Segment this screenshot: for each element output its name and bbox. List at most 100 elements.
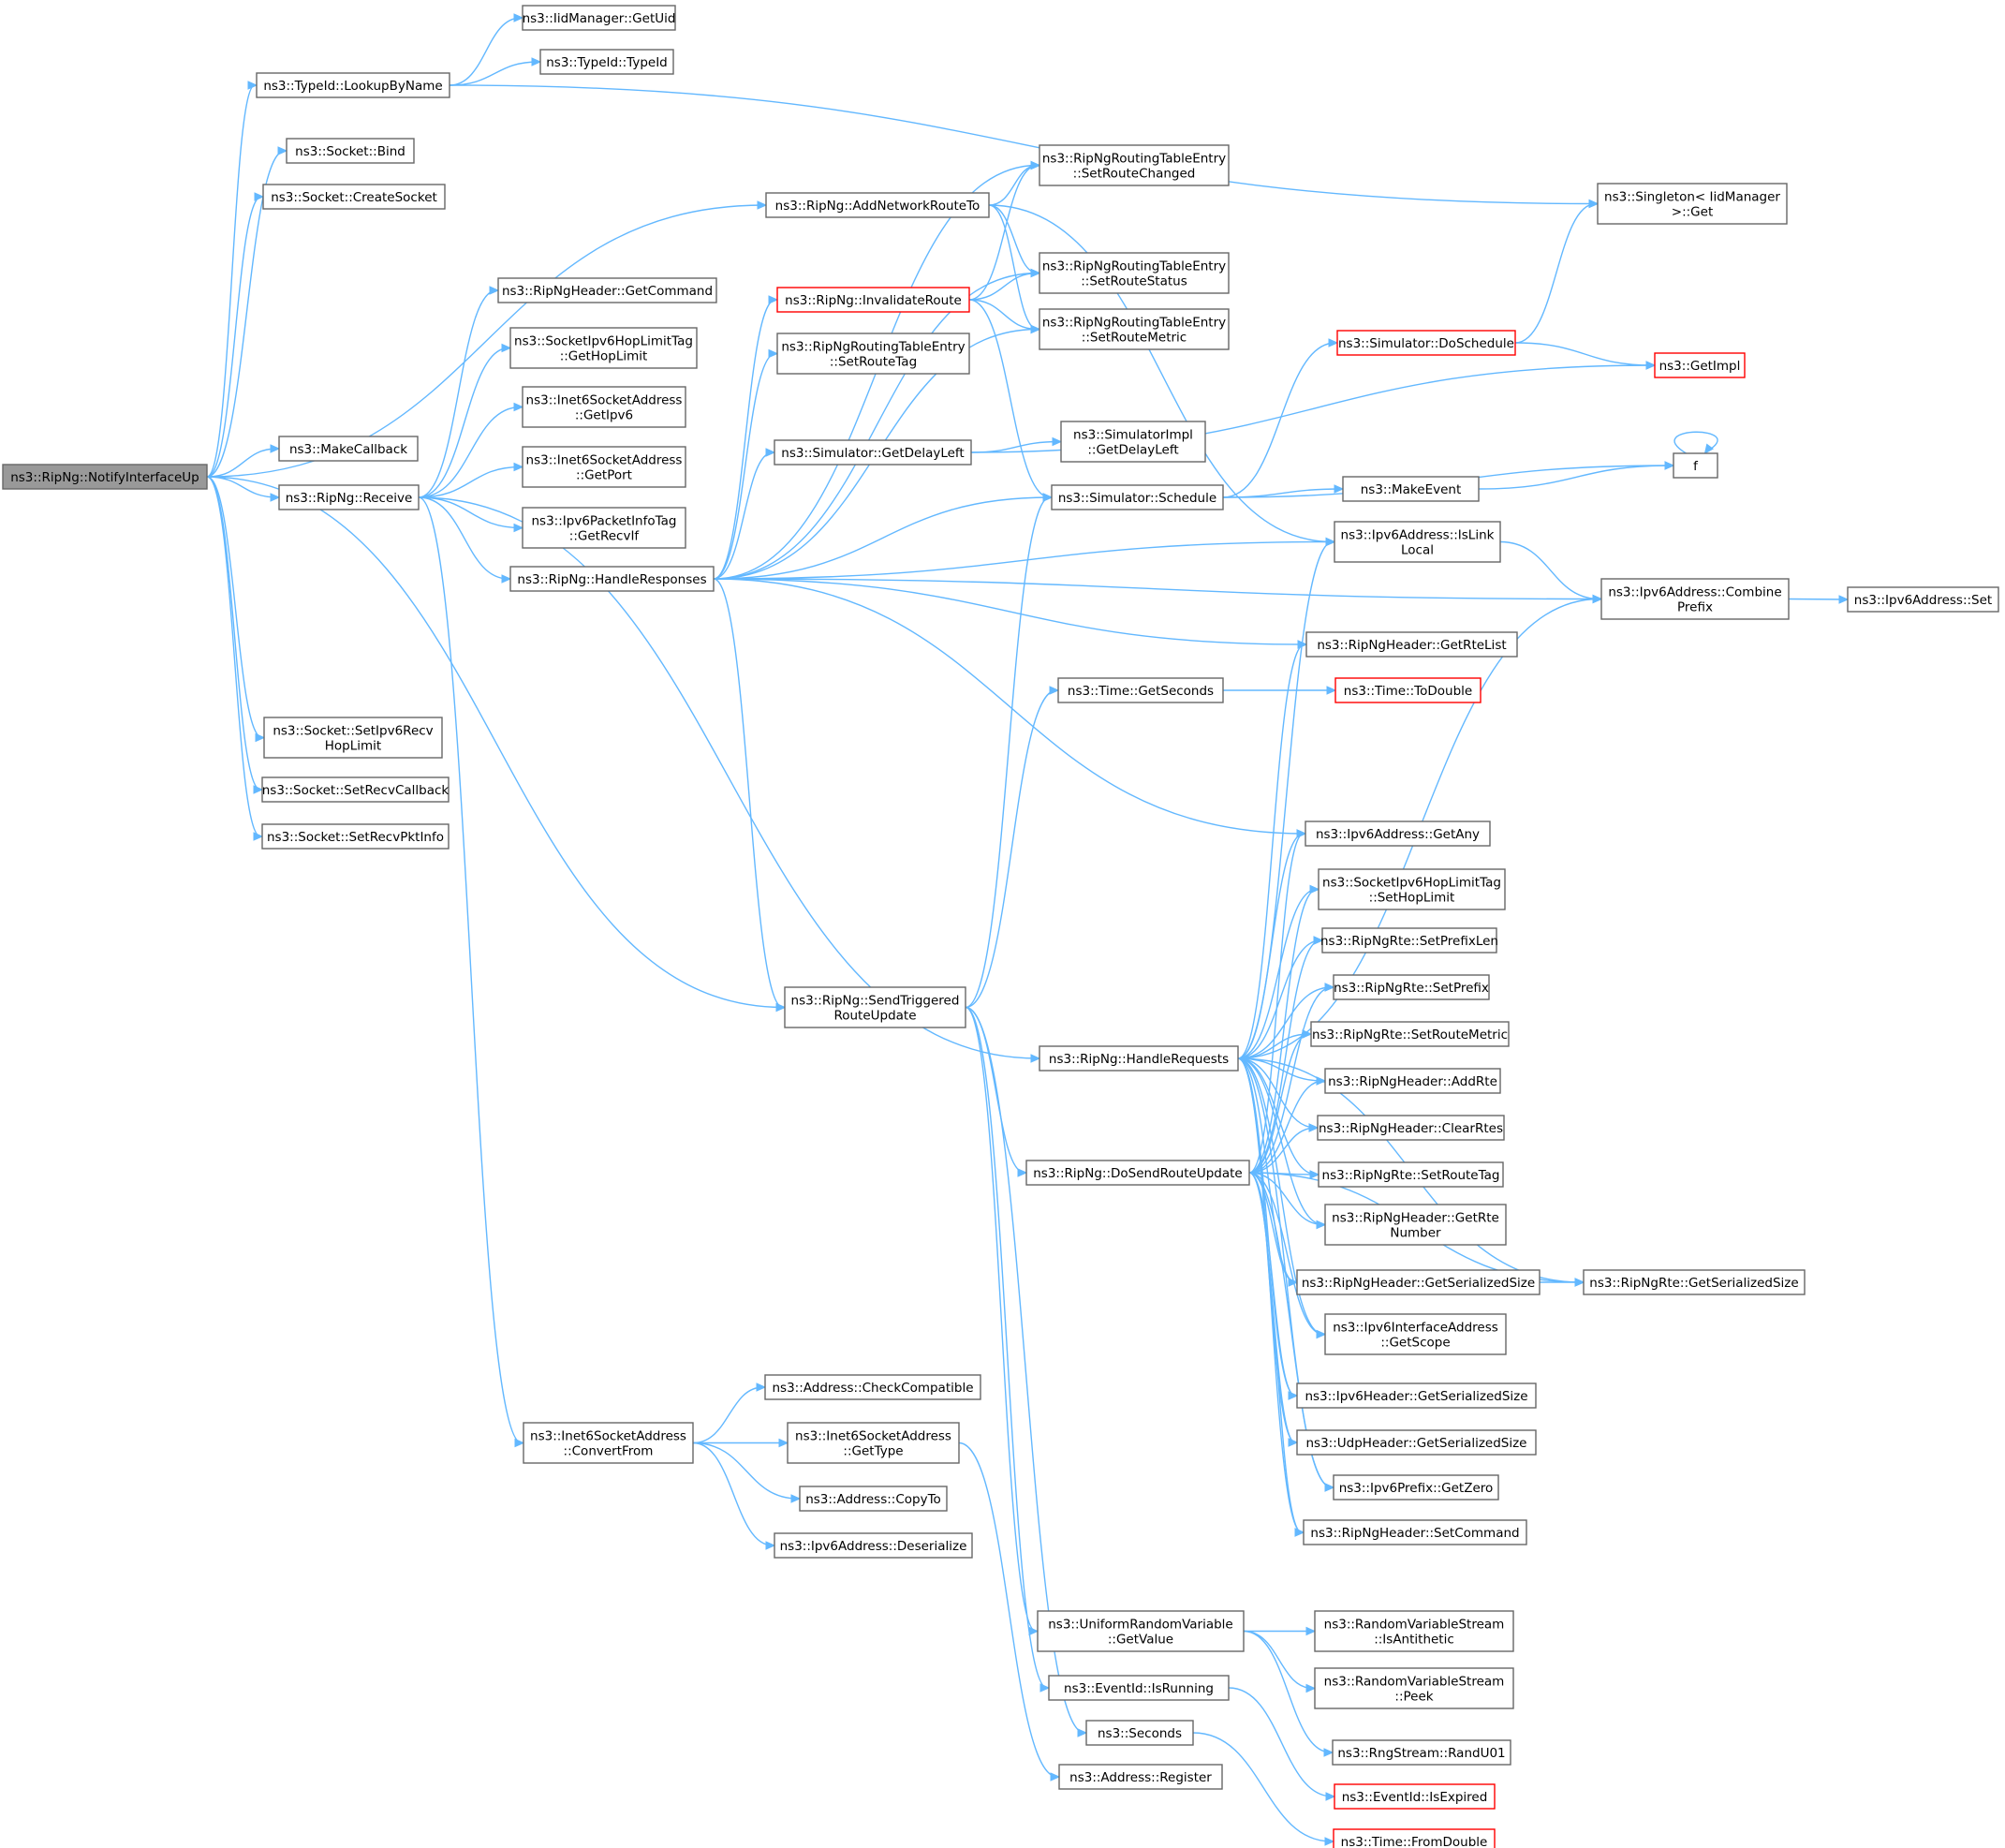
node-setcommand[interactable]: ns3::RipNgHeader::SetCommand	[1303, 1519, 1527, 1545]
edge-handleresp-to-sendtrig	[713, 578, 787, 1013]
node-box	[1334, 521, 1501, 563]
node-f[interactable]: f	[1673, 452, 1718, 479]
node-getvalue[interactable]: ns3::UniformRandomVariable::GetValue	[1037, 1610, 1245, 1652]
edge-handleresp-to-invalidate	[713, 295, 779, 580]
node-label: ns3::GetImpl	[1659, 359, 1741, 374]
edge-dosend-to-rtesetmetric	[1248, 1029, 1313, 1174]
edge-dosend-to-ipv6hdrserial	[1248, 1172, 1299, 1400]
node-addrte[interactable]: ns3::RipNgHeader::AddRte	[1324, 1068, 1501, 1094]
edge-line	[1237, 833, 1305, 1059]
node-handlereq[interactable]: ns3::RipNg::HandleRequests	[1039, 1045, 1239, 1072]
arrowhead-icon	[1302, 1029, 1313, 1039]
node-getcommand[interactable]: ns3::RipNgHeader::GetCommand	[497, 277, 717, 303]
node-setrecvcb[interactable]: ns3::Socket::SetRecvCallback	[261, 776, 450, 803]
arrowhead-icon	[501, 343, 512, 353]
node-box	[1324, 1204, 1507, 1246]
node-ipv6set[interactable]: ns3::Ipv6Address::Set	[1847, 586, 1999, 613]
node-root[interactable]: ns3::RipNg::NotifyInterfaceUp	[2, 464, 208, 490]
node-box	[1310, 1021, 1510, 1047]
node-setstatus[interactable]: ns3::RipNgRoutingTableEntry::SetRouteSta…	[1039, 252, 1230, 294]
node-isexpired[interactable]: ns3::EventId::IsExpired	[1334, 1783, 1496, 1810]
node-getrtelist[interactable]: ns3::RipNgHeader::GetRteList	[1305, 631, 1518, 658]
node-getseconds[interactable]: ns3::Time::GetSeconds	[1057, 677, 1224, 703]
edge-root-to-makecb	[206, 444, 281, 478]
node-gethoplimit[interactable]: ns3::SocketIpv6HopLimitTag::GetHopLimit	[509, 327, 698, 369]
node-rtesetroutetag[interactable]: ns3::RipNgRte::SetRouteTag	[1318, 1161, 1504, 1188]
node-register[interactable]: ns3::Address::Register	[1058, 1764, 1223, 1790]
node-handleresp[interactable]: ns3::RipNg::HandleResponses	[509, 566, 715, 592]
node-getzero[interactable]: ns3::Ipv6Prefix::GetZero	[1333, 1474, 1499, 1501]
node-isantithetic[interactable]: ns3::RandomVariableStream::IsAntithetic	[1314, 1610, 1514, 1652]
node-bind[interactable]: ns3::Socket::Bind	[286, 138, 415, 164]
node-getscope[interactable]: ns3::Ipv6InterfaceAddress::GetScope	[1324, 1313, 1507, 1355]
node-getport[interactable]: ns3::Inet6SocketAddress::GetPort	[522, 446, 686, 488]
node-todouble[interactable]: ns3::Time::ToDouble	[1334, 677, 1482, 703]
node-box	[1296, 1269, 1541, 1295]
node-deserialize[interactable]: ns3::Ipv6Address::Deserialize	[774, 1532, 973, 1559]
node-doschedule[interactable]: ns3::Simulator::DoSchedule	[1336, 330, 1516, 356]
arrowhead-icon	[1308, 1123, 1319, 1132]
node-checkcompat[interactable]: ns3::Address::CheckCompatible	[764, 1374, 981, 1400]
node-label: ns3::Ipv6Address::GetAny	[1316, 827, 1480, 842]
node-implgetdelay[interactable]: ns3::SimulatorImpl::GetDelayLeft	[1060, 421, 1206, 463]
node-hdrserial[interactable]: ns3::RipNgHeader::GetSerializedSize	[1296, 1269, 1541, 1295]
node-setmetric[interactable]: ns3::RipNgRoutingTableEntry::SetRouteMet…	[1039, 308, 1230, 350]
node-clearrtes[interactable]: ns3::RipNgHeader::ClearRtes	[1317, 1115, 1505, 1141]
node-dosend[interactable]: ns3::RipNg::DoSendRouteUpdate	[1025, 1160, 1250, 1186]
node-makeevent[interactable]: ns3::MakeEvent	[1342, 476, 1480, 502]
node-seconds[interactable]: ns3::Seconds	[1085, 1720, 1194, 1746]
edge-dosend-to-hdrserial	[1248, 1172, 1299, 1287]
node-rtesetmetric[interactable]: ns3::RipNgRte::SetRouteMetric	[1310, 1021, 1510, 1047]
node-addnet[interactable]: ns3::RipNg::AddNetworkRouteTo	[765, 192, 990, 218]
node-peek[interactable]: ns3::RandomVariableStream::Peek	[1314, 1667, 1514, 1709]
node-setprefixlen[interactable]: ns3::RipNgRte::SetPrefixLen	[1320, 927, 1498, 954]
edge-dosend-to-setprefixlen	[1248, 936, 1324, 1174]
node-ipv6hdrserial[interactable]: ns3::Ipv6Header::GetSerializedSize	[1296, 1382, 1537, 1409]
node-convertfrom[interactable]: ns3::Inet6SocketAddress::ConvertFrom	[523, 1422, 694, 1464]
node-copyto[interactable]: ns3::Address::CopyTo	[799, 1486, 948, 1512]
node-box	[1332, 1739, 1511, 1766]
node-invalidate[interactable]: ns3::RipNg::InvalidateRoute	[776, 287, 970, 313]
arrowhead-icon	[513, 13, 524, 22]
node-label: ns3::TypeId::LookupByName	[263, 79, 442, 94]
node-label: ns3::EventId::IsExpired	[1342, 1790, 1488, 1805]
edge-line	[1237, 888, 1318, 1059]
node-getrecvif[interactable]: ns3::Ipv6PacketInfoTag::GetRecvIf	[522, 507, 686, 549]
node-udpserial[interactable]: ns3::UdpHeader::GetSerializedSize	[1296, 1429, 1537, 1456]
node-schedule[interactable]: ns3::Simulator::Schedule	[1051, 484, 1224, 510]
arrowhead-icon	[1294, 1528, 1305, 1537]
node-setrecvpkt[interactable]: ns3::Socket::SetRecvPktInfo	[261, 823, 450, 850]
edge-handlereq-to-setcommand	[1237, 1057, 1305, 1537]
node-label: ns3::SocketIpv6HopLimitTag	[1322, 876, 1501, 891]
edge-convertfrom-to-checkcompat	[692, 1382, 767, 1444]
node-getimpl[interactable]: ns3::GetImpl	[1654, 352, 1746, 378]
node-getipv6[interactable]: ns3::Inet6SocketAddress::GetIpv6	[522, 386, 686, 428]
node-gettype[interactable]: ns3::Inet6SocketAddress::GetType	[787, 1422, 960, 1464]
node-rteserial[interactable]: ns3::RipNgRte::GetSerializedSize	[1583, 1269, 1806, 1295]
node-typeid[interactable]: ns3::TypeId::TypeId	[539, 49, 674, 75]
node-fromdouble[interactable]: ns3::Time::FromDouble	[1333, 1828, 1496, 1848]
node-isrunning[interactable]: ns3::EventId::IsRunning	[1048, 1675, 1230, 1701]
node-randu01[interactable]: ns3::RngStream::RandU01	[1332, 1739, 1511, 1766]
node-setroutetag[interactable]: ns3::RipNgRoutingTableEntry::SetRouteTag	[776, 333, 970, 375]
node-setprefix[interactable]: ns3::RipNgRte::SetPrefix	[1333, 974, 1490, 1000]
node-lookup[interactable]: ns3::TypeId::LookupByName	[256, 72, 450, 98]
node-label: ns3::RipNgRte::SetPrefix	[1334, 981, 1489, 996]
node-getuid[interactable]: ns3::IidManager::GetUid	[522, 5, 676, 31]
node-getany[interactable]: ns3::Ipv6Address::GetAny	[1305, 821, 1491, 847]
node-label: ::Peek	[1394, 1690, 1433, 1705]
node-label: ::GetHopLimit	[560, 349, 648, 364]
edge-line	[418, 289, 497, 498]
node-setchanged[interactable]: ns3::RipNgRoutingTableEntry::SetRouteCha…	[1039, 144, 1230, 186]
node-createsock[interactable]: ns3::Socket::CreateSocket	[262, 184, 446, 210]
node-sethoplimit[interactable]: ns3::SocketIpv6HopLimitTag::SetHopLimit	[1318, 868, 1506, 910]
node-singleton[interactable]: ns3::Singleton< IidManager>::Get	[1597, 183, 1788, 225]
node-receive[interactable]: ns3::RipNg::Receive	[278, 484, 420, 510]
node-makecb[interactable]: ns3::MakeCallback	[278, 436, 419, 462]
node-getdelayleft[interactable]: ns3::Simulator::GetDelayLeft	[774, 439, 972, 466]
